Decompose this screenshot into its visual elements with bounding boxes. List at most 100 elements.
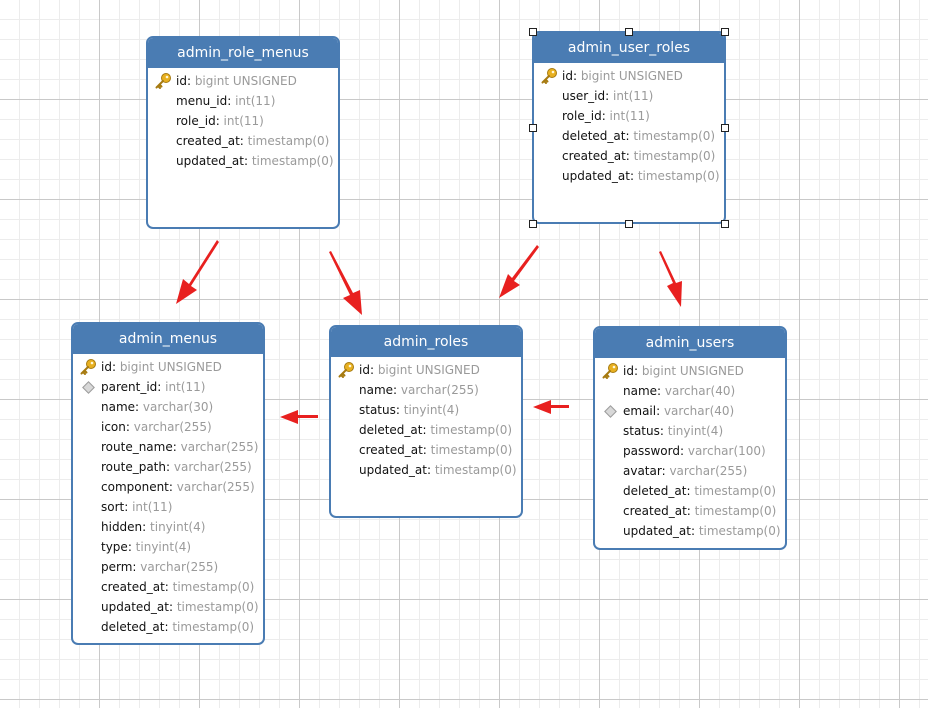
field-row[interactable]: name: varchar(40) xyxy=(595,381,785,401)
field-type: timestamp(0) xyxy=(172,580,255,594)
field-row[interactable]: password: varchar(100) xyxy=(595,441,785,461)
field-row[interactable]: created_at: timestamp(0) xyxy=(73,577,263,597)
field-row[interactable]: name: varchar(255) xyxy=(331,380,521,400)
field-type: varchar(255) xyxy=(176,480,255,494)
field-row[interactable]: deleted_at: timestamp(0) xyxy=(331,420,521,440)
field-row[interactable]: avatar: varchar(255) xyxy=(595,461,785,481)
field-row[interactable]: role_id: int(11) xyxy=(148,111,338,131)
field-type: timestamp(0) xyxy=(637,169,720,183)
field-name: password xyxy=(623,444,680,458)
field-type: timestamp(0) xyxy=(172,620,255,634)
field-name: route_name xyxy=(101,440,173,454)
field-name: name xyxy=(623,384,658,398)
field-type: bigint UNSIGNED xyxy=(377,363,480,377)
field-row[interactable]: type: tinyint(4) xyxy=(73,537,263,557)
field-row[interactable]: updated_at: timestamp(0) xyxy=(331,460,521,480)
resize-handle-bottom-left[interactable] xyxy=(529,220,537,228)
field-row[interactable]: deleted_at: timestamp(0) xyxy=(595,481,785,501)
field-type: int(11) xyxy=(235,94,276,108)
field-row[interactable]: updated_at: timestamp(0) xyxy=(595,521,785,541)
field-separator: : xyxy=(157,380,166,394)
field-row[interactable]: updated_at: timestamp(0) xyxy=(534,166,724,186)
resize-handle-top-center[interactable] xyxy=(625,28,633,36)
primary-key-icon xyxy=(337,361,355,379)
field-separator: : xyxy=(422,423,431,437)
field-row[interactable]: route_name: varchar(255) xyxy=(73,437,263,457)
field-type: bigint UNSIGNED xyxy=(119,360,222,374)
field-row[interactable]: route_path: varchar(255) xyxy=(73,457,263,477)
field-separator: : xyxy=(124,500,133,514)
field-row[interactable]: parent_id: int(11) xyxy=(73,377,263,397)
field-separator: : xyxy=(369,363,378,377)
field-separator: : xyxy=(164,580,173,594)
field-separator: : xyxy=(243,154,252,168)
field-row[interactable]: perm: varchar(255) xyxy=(73,557,263,577)
field-row[interactable]: icon: varchar(255) xyxy=(73,417,263,437)
field-row[interactable]: id: bigint UNSIGNED xyxy=(148,71,338,91)
field-separator: : xyxy=(166,460,174,474)
arrow-role-menus-to-menus xyxy=(176,240,219,304)
field-type: varchar(255) xyxy=(669,464,748,478)
field-separator: : xyxy=(135,400,143,414)
field-row[interactable]: role_id: int(11) xyxy=(534,106,724,126)
field-separator: : xyxy=(686,504,695,518)
field-row[interactable]: status: tinyint(4) xyxy=(331,400,521,420)
field-separator: : xyxy=(142,520,151,534)
field-name: id xyxy=(623,364,634,378)
field-name: component xyxy=(101,480,169,494)
field-row[interactable]: email: varchar(40) xyxy=(595,401,785,421)
field-row[interactable]: id: bigint UNSIGNED xyxy=(73,357,263,377)
field-row[interactable]: updated_at: timestamp(0) xyxy=(148,151,338,171)
field-row[interactable]: created_at: timestamp(0) xyxy=(534,146,724,166)
field-separator: : xyxy=(633,364,642,378)
field-separator: : xyxy=(172,440,181,454)
field-row[interactable]: menu_id: int(11) xyxy=(148,91,338,111)
field-row[interactable]: created_at: timestamp(0) xyxy=(595,501,785,521)
field-separator: : xyxy=(605,89,613,103)
field-name: email xyxy=(623,404,657,418)
field-row[interactable]: name: varchar(30) xyxy=(73,397,263,417)
arrow-user-roles-to-users xyxy=(659,251,682,307)
field-row[interactable]: hidden: tinyint(4) xyxy=(73,517,263,537)
resize-handle-middle-left[interactable] xyxy=(529,124,537,132)
resize-handle-top-left[interactable] xyxy=(529,28,537,36)
resize-handle-top-right[interactable] xyxy=(721,28,729,36)
field-separator: : xyxy=(227,94,236,108)
table-title: admin_user_roles xyxy=(534,33,724,63)
field-row[interactable]: user_id: int(11) xyxy=(534,86,724,106)
field-name: deleted_at xyxy=(359,423,423,437)
field-separator: : xyxy=(679,444,688,458)
primary-key-icon xyxy=(154,72,172,90)
field-separator: : xyxy=(186,74,195,88)
resize-handle-middle-right[interactable] xyxy=(721,124,729,132)
field-row[interactable]: deleted_at: timestamp(0) xyxy=(73,617,263,637)
resize-handle-bottom-right[interactable] xyxy=(721,220,729,228)
field-row[interactable]: id: bigint UNSIGNED xyxy=(331,360,521,380)
field-type: int(11) xyxy=(132,500,173,514)
field-type: varchar(255) xyxy=(140,560,219,574)
field-row[interactable]: created_at: timestamp(0) xyxy=(331,440,521,460)
field-row[interactable]: sort: int(11) xyxy=(73,497,263,517)
field-type: timestamp(0) xyxy=(633,129,716,143)
field-row[interactable]: component: varchar(255) xyxy=(73,477,263,497)
field-row[interactable]: deleted_at: timestamp(0) xyxy=(534,126,724,146)
field-name: created_at xyxy=(176,134,240,148)
field-row[interactable]: id: bigint UNSIGNED xyxy=(534,66,724,86)
resize-handle-bottom-center[interactable] xyxy=(625,220,633,228)
field-row[interactable]: created_at: timestamp(0) xyxy=(148,131,338,151)
field-row[interactable]: status: tinyint(4) xyxy=(595,421,785,441)
field-type: timestamp(0) xyxy=(434,463,517,477)
field-row[interactable]: updated_at: timestamp(0) xyxy=(73,597,263,617)
field-row[interactable]: id: bigint UNSIGNED xyxy=(595,361,785,381)
field-type: timestamp(0) xyxy=(694,484,777,498)
field-type: timestamp(0) xyxy=(176,600,259,614)
field-name: updated_at xyxy=(359,463,427,477)
